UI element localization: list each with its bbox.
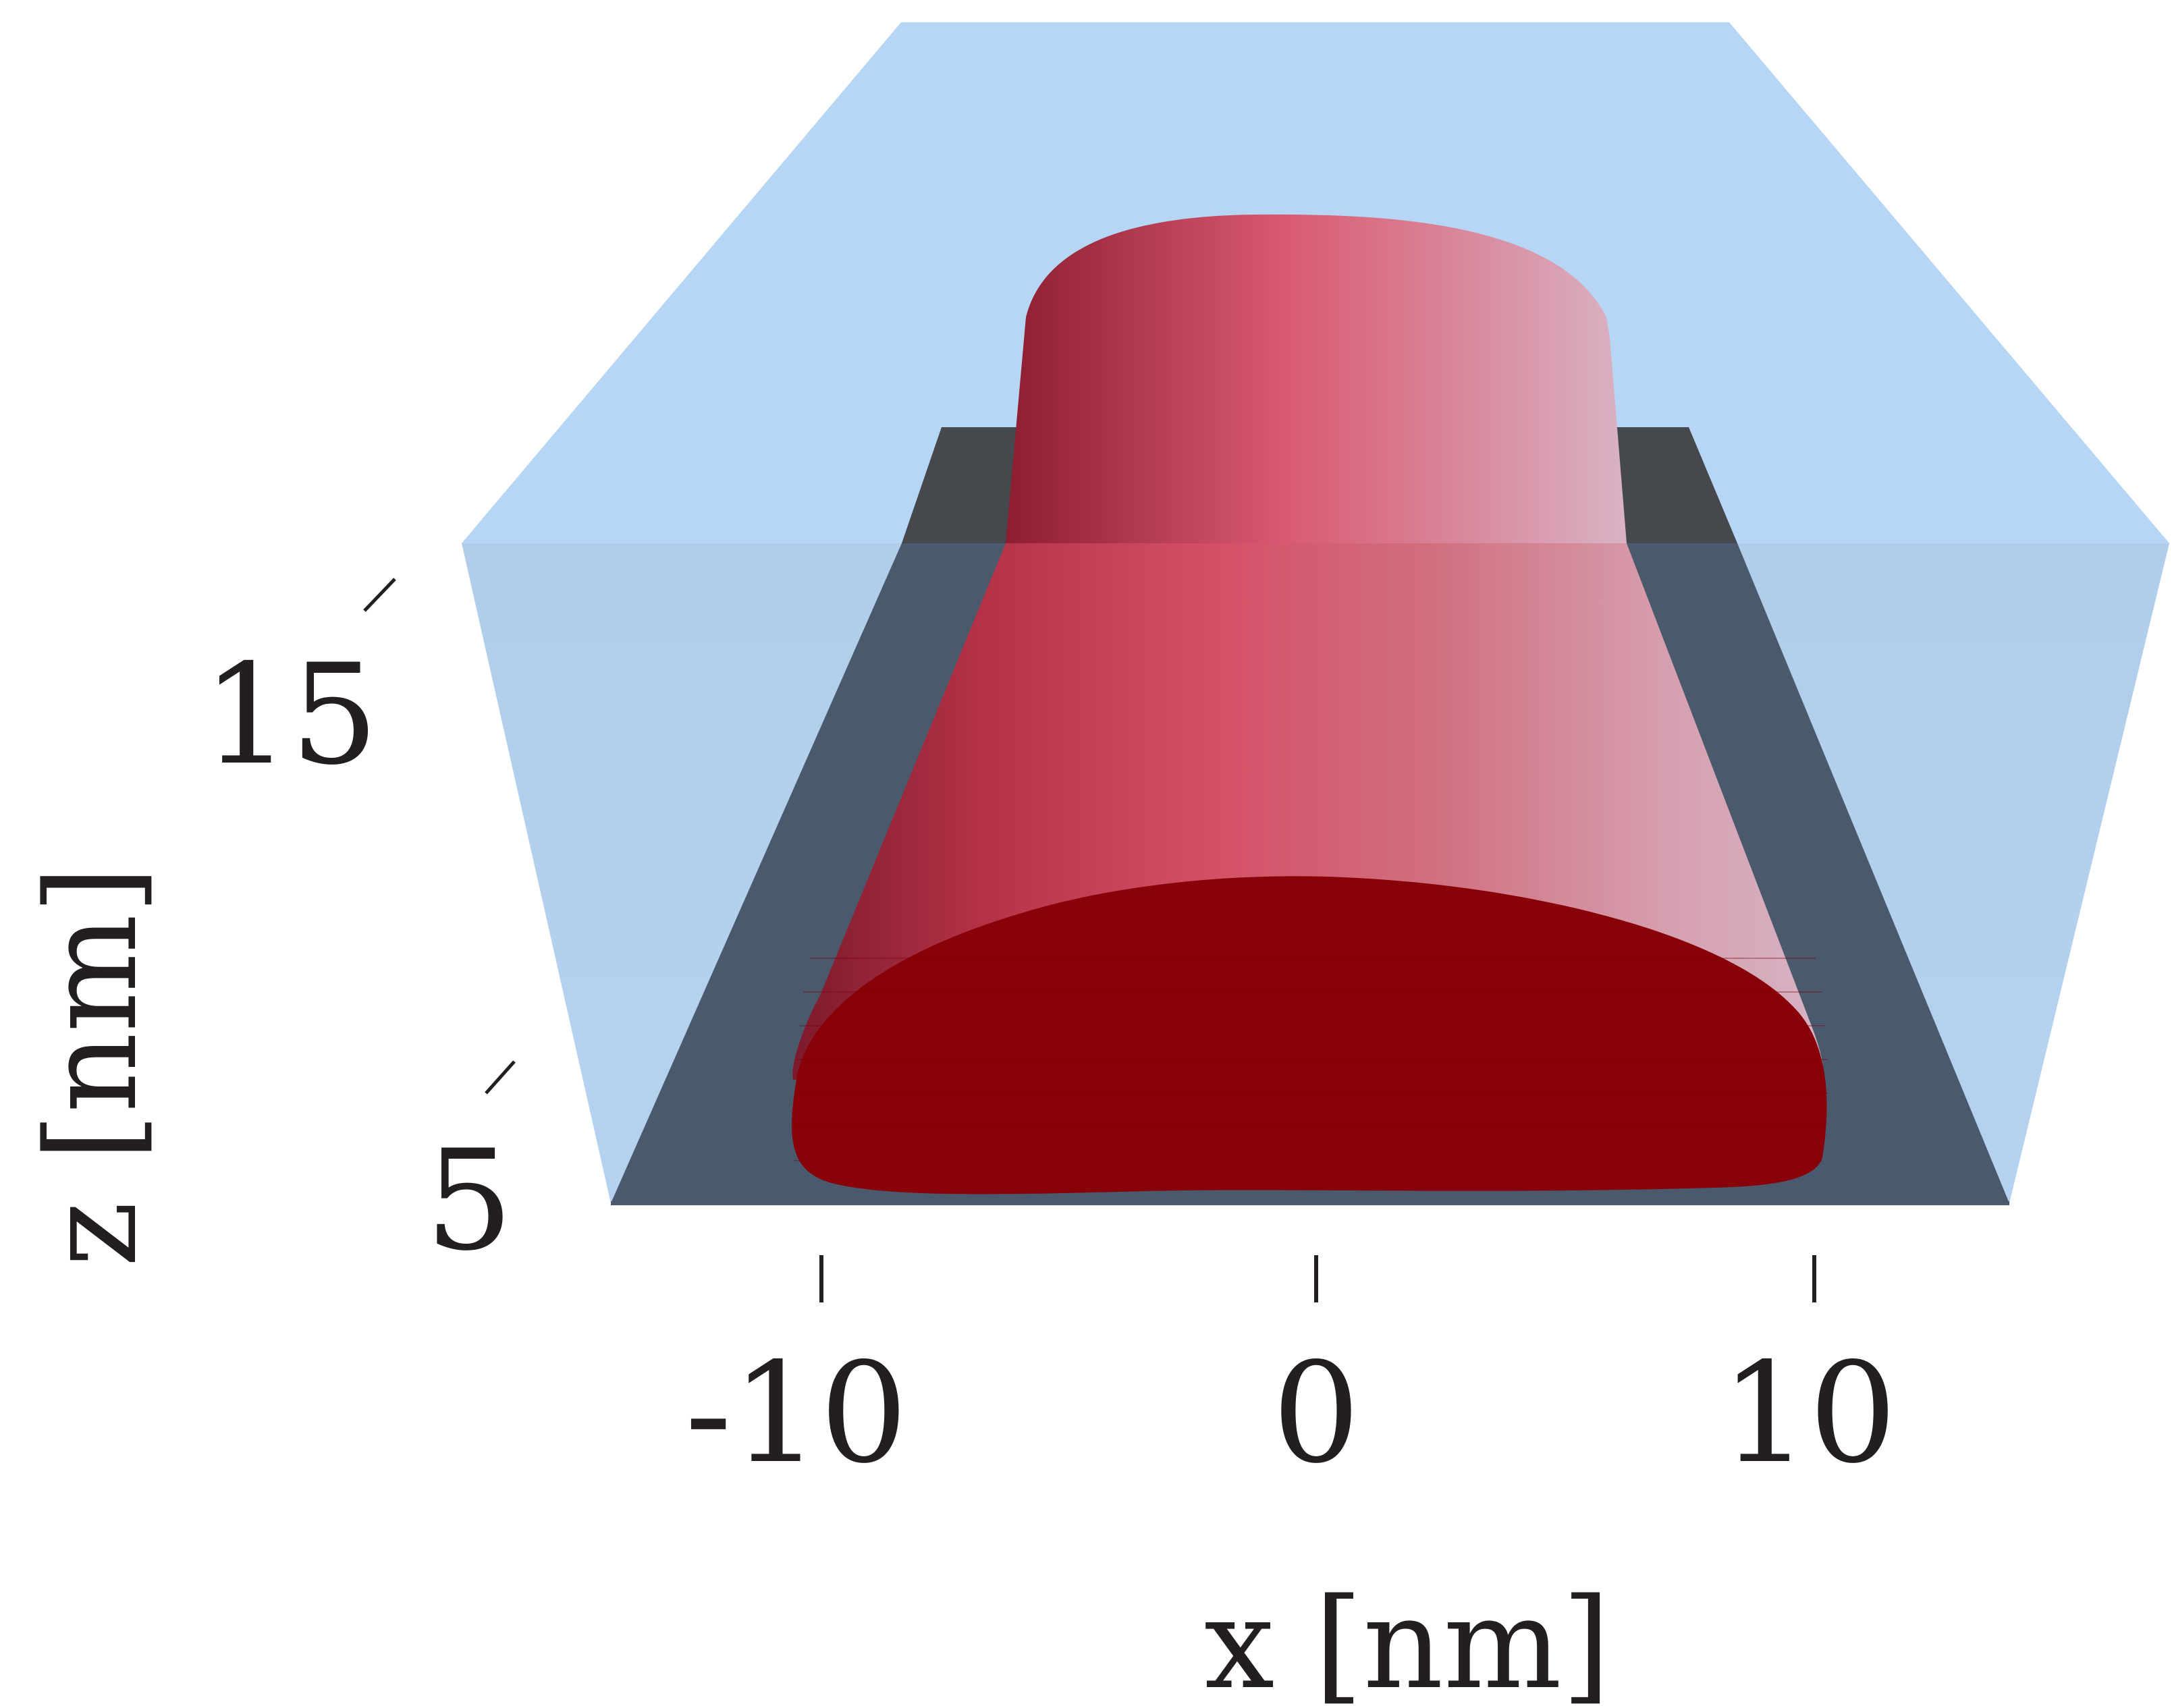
z-tick-label-15: 15 bbox=[202, 635, 379, 796]
wire-body-far bbox=[1006, 214, 1627, 543]
z-tick-15 bbox=[363, 578, 396, 612]
z-tick-label-5: 5 bbox=[425, 1121, 513, 1282]
z-axis-title: z [nm] bbox=[19, 865, 165, 1267]
wire-cross-section bbox=[792, 876, 1827, 1194]
x-tick-label-0: 0 bbox=[1272, 1333, 1360, 1494]
z-tick-5 bbox=[485, 1060, 516, 1095]
x-tick-label-neg10: -10 bbox=[685, 1333, 908, 1494]
cross-section-texture bbox=[794, 958, 1828, 1161]
x-axis-title: x [nm] bbox=[1204, 1571, 1610, 1705]
x-tick-label-10: 10 bbox=[1721, 1333, 1897, 1494]
